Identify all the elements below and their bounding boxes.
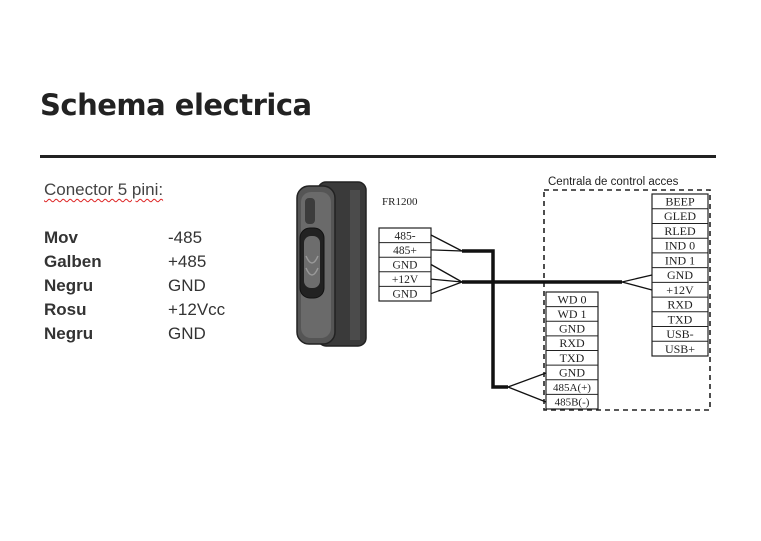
pin-wire-color: Galben: [44, 252, 102, 271]
controller-terminal: GND: [559, 366, 585, 380]
wiring: [430, 234, 653, 403]
pin-signal: GND: [168, 324, 206, 343]
reader-terminal: +12V: [392, 274, 419, 286]
controller-terminal: GND: [667, 268, 693, 282]
reader-terminal: 485-: [394, 231, 415, 243]
controller-terminal: 485B(-): [555, 397, 590, 409]
controller-terminal: IND 0: [665, 239, 695, 253]
controller-terminal: WD 0: [558, 292, 587, 306]
wire-gnd-1: [430, 263, 463, 283]
controller-right-terminal-block: BEEP GLED RLED IND 0 IND 1 GND +12V RXD …: [651, 193, 709, 357]
pin-wire-color: Negru: [44, 276, 94, 295]
wire-controller-gnd: [621, 274, 653, 283]
reader-terminal: GND: [393, 289, 418, 301]
controller-terminal: TXD: [560, 351, 585, 365]
pin-signal: GND: [168, 276, 206, 295]
pin-signal: +485: [168, 252, 207, 271]
controller-terminal: USB+: [665, 342, 695, 356]
wire-controller-12v: [621, 281, 653, 291]
reader-terminal: GND: [393, 260, 418, 272]
wire-485b: [507, 386, 547, 403]
connector-title: Conector 5 pini:: [44, 180, 164, 199]
controller-terminal: +12V: [666, 283, 694, 297]
pin-wire-color: Mov: [44, 228, 78, 247]
wire-485-minus: [430, 234, 463, 252]
wire-485a: [507, 372, 547, 388]
controller-terminal: WD 1: [558, 307, 587, 321]
pin-signal: -485: [168, 228, 203, 247]
controller-left-terminal-block: WD 0 WD 1 GND RXD TXD GND 485A(+) 485B(-…: [545, 291, 599, 410]
controller-terminal: TXD: [668, 312, 693, 326]
controller-terminal: GND: [559, 322, 585, 336]
controller-label: Centrala de control acces: [548, 176, 679, 188]
controller-terminal: RLED: [664, 224, 696, 238]
wire-485-bus: [462, 249, 508, 389]
reader-terminal-block: 485- 485+ GND +12V GND: [378, 227, 432, 302]
card-reader-device: [296, 181, 367, 347]
page-title: Schema electrica: [40, 88, 312, 122]
controller-terminal: USB-: [666, 327, 693, 341]
wire-gnd-2: [430, 281, 463, 295]
pin-wire-color: Negru: [44, 324, 94, 343]
controller-terminal: GLED: [664, 209, 696, 223]
pin-wire-color: Rosu: [44, 300, 87, 319]
wire-12v: [430, 278, 463, 283]
pin-signal: +12Vcc: [168, 300, 226, 319]
title-divider: [40, 155, 716, 158]
controller-terminal: RXD: [559, 336, 585, 350]
controller-terminal: 485A(+): [553, 382, 591, 394]
wire-485-plus: [430, 249, 463, 252]
reader-terminal: 485+: [393, 245, 417, 257]
controller-terminal: BEEP: [665, 195, 695, 209]
controller-terminal: IND 1: [665, 253, 695, 267]
reader-model-label: FR1200: [382, 196, 418, 208]
controller-boundary: [543, 189, 711, 411]
controller-terminal: RXD: [667, 298, 693, 312]
